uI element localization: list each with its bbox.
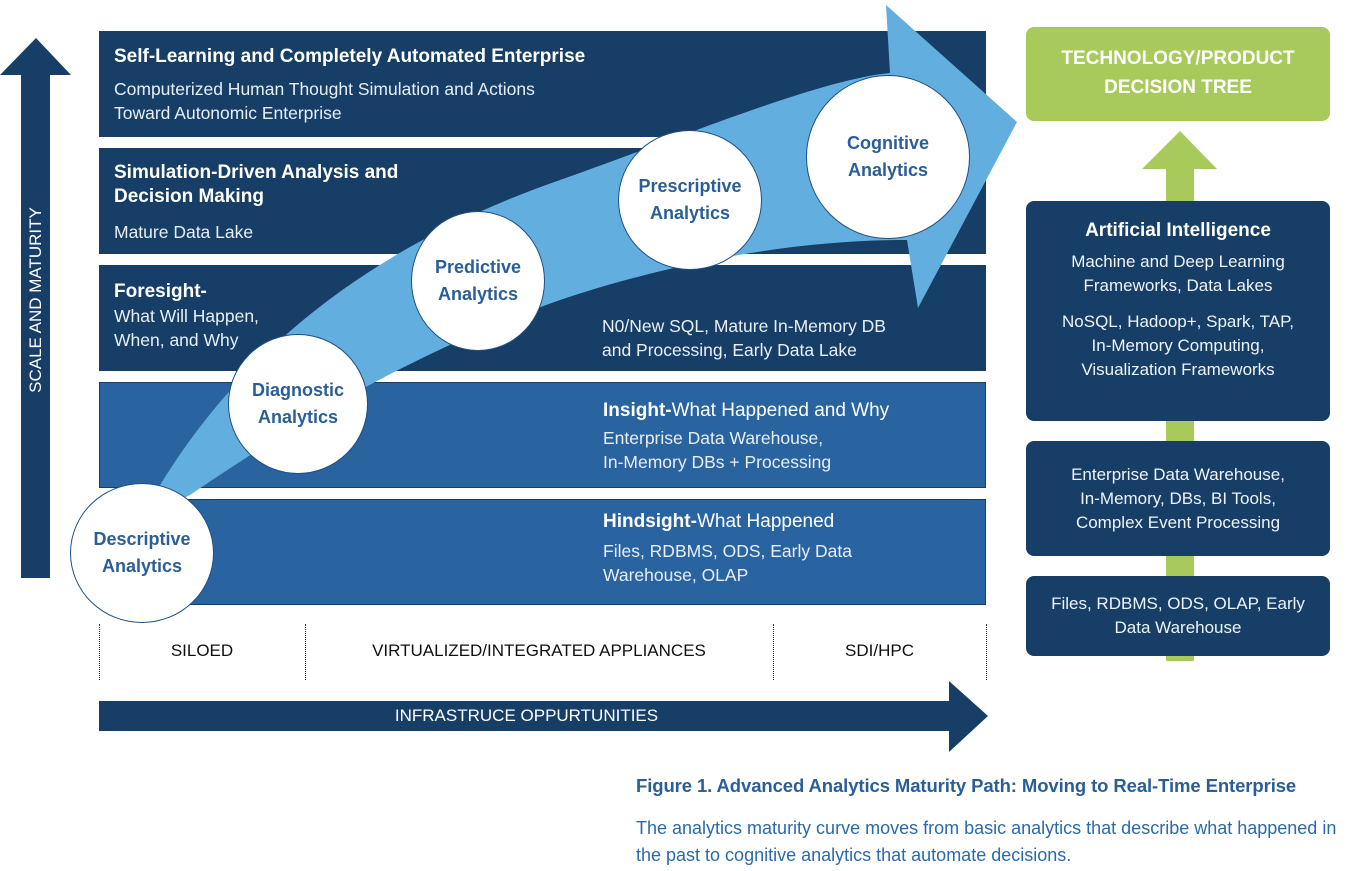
header-line: DECISION TREE — [1104, 77, 1252, 98]
figure-caption-body: The analytics maturity curve moves from … — [636, 818, 1337, 865]
stage-label: Analytics — [101, 556, 183, 576]
files-box: Files, RDBMS, ODS, OLAP, Early Data Ware… — [1026, 576, 1330, 656]
phase-divider — [773, 624, 774, 680]
band-title-bold: Insight- — [603, 400, 672, 421]
stage-label: Analytics — [847, 160, 929, 180]
band-line: What Will Happen, — [114, 306, 259, 326]
stage-label: Descriptive — [93, 529, 191, 549]
box-line: Files, RDBMS, ODS, OLAP, Early — [1051, 594, 1305, 613]
box-line: NoSQL, Hadoop+, Spark, TAP, — [1062, 312, 1294, 331]
maturity-curve-arrow — [140, 5, 1017, 520]
band-detail: and Processing, Early Data Lake — [602, 340, 857, 360]
box-line: Complex Event Processing — [1075, 513, 1281, 532]
stage-label: Cognitive — [846, 133, 929, 153]
phase-siloed: SILOED — [170, 641, 234, 660]
box-line: Frameworks, Data Lakes — [1083, 276, 1273, 295]
ai-box: Artificial Intelligence Machine and Deep… — [1026, 201, 1330, 421]
figure-caption-title: Figure 1. Advanced Analytics Maturity Pa… — [636, 775, 1297, 796]
band-line: Computerized Human Thought Simulation an… — [114, 79, 535, 99]
band-line: Enterprise Data Warehouse, — [603, 428, 824, 448]
band-hindsight: Hindsight-What Happened Files, RDBMS, OD… — [99, 499, 986, 605]
band-line: Toward Autonomic Enterprise — [114, 103, 342, 123]
phase-virtualized: VIRTUALIZED/INTEGRATED APPLIANCES — [372, 641, 706, 660]
box-line: In-Memory Computing, — [1091, 336, 1265, 355]
stage-label: Prescriptive — [638, 176, 742, 196]
band-title-rest: What Happened — [696, 511, 835, 532]
box-line: Visualization Frameworks — [1081, 360, 1275, 379]
stage-label: Analytics — [437, 284, 519, 304]
infrastructure-arrow — [99, 681, 988, 752]
box-line: Machine and Deep Learning — [1071, 252, 1285, 271]
stage-label: Analytics — [649, 203, 731, 223]
band-line: When, and Why — [114, 330, 239, 350]
band-title: Self-Learning and Completely Automated E… — [114, 46, 586, 67]
band-line: Files, RDBMS, ODS, Early Data — [603, 541, 852, 561]
band-line: Warehouse, OLAP — [603, 565, 749, 585]
band-title: Simulation-Driven Analysis and — [114, 162, 399, 183]
box-line: Enterprise Data Warehouse, — [1071, 465, 1285, 484]
box-line: In-Memory, DBs, BI Tools, — [1080, 489, 1276, 508]
infrastructure-label: INFRASTRUCE OPPURTUNITIES — [394, 706, 659, 725]
stage-label: Diagnostic — [251, 380, 344, 400]
phase-divider — [99, 624, 100, 680]
band-title: Foresight- — [114, 281, 207, 302]
scale-maturity-arrow — [0, 38, 71, 578]
stage-label: Analytics — [257, 407, 339, 427]
band-title: Decision Making — [114, 186, 264, 207]
edw-box: Enterprise Data Warehouse, In-Memory, DB… — [1026, 441, 1330, 556]
box-line: Data Warehouse — [1114, 618, 1242, 637]
ai-title: Artificial Intelligence — [1085, 220, 1271, 241]
band-line: Mature Data Lake — [114, 222, 254, 242]
band-detail: N0/New SQL, Mature In-Memory DB — [602, 316, 886, 336]
phase-divider — [986, 624, 987, 680]
decision-tree-header: TECHNOLOGY/PRODUCT DECISION TREE — [1026, 27, 1330, 121]
header-line: TECHNOLOGY/PRODUCT — [1061, 48, 1295, 69]
band-line: In-Memory DBs + Processing — [603, 452, 832, 472]
band-title-bold: Hindsight- — [603, 511, 697, 532]
stage-label: Predictive — [434, 257, 522, 277]
phase-divider — [305, 624, 306, 680]
phase-sdi-hpc: SDI/HPC — [845, 641, 914, 660]
band-title-rest: What Happened and Why — [671, 400, 890, 421]
